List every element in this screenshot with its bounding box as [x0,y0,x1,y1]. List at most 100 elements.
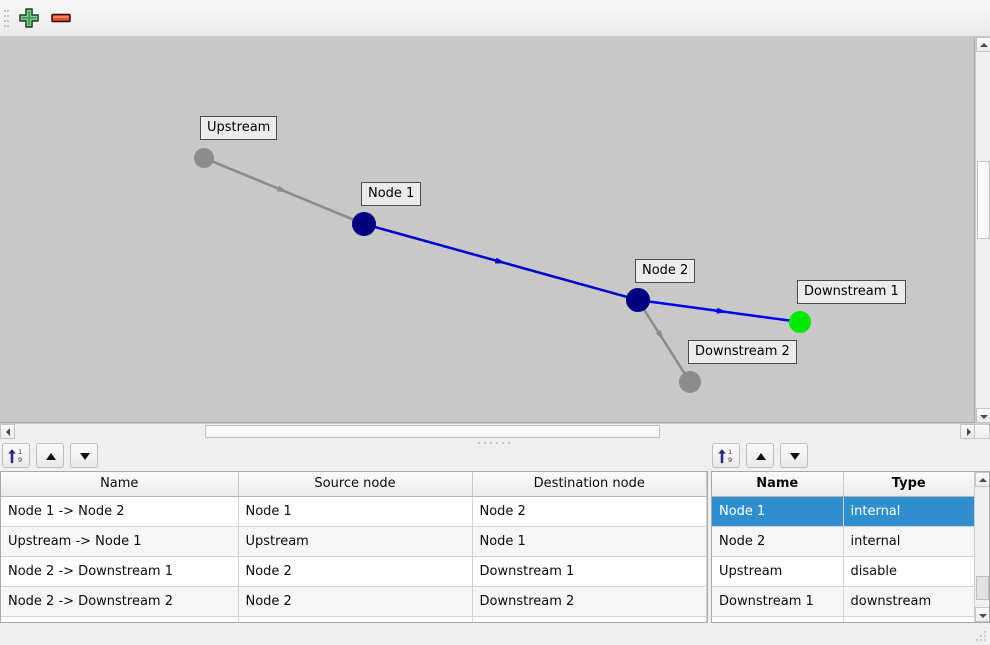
graph-node[interactable] [679,371,701,393]
graph-edge-arrowhead [655,330,664,341]
table-row[interactable] [1,616,707,622]
sort-ascending-icon: 1 9 [713,448,739,470]
edges-move-down-button[interactable] [70,443,98,468]
table-cell[interactable]: Upstream [238,526,473,557]
canvas-vertical-scrollbar-thumb[interactable] [977,161,990,239]
graph-node-label[interactable]: Node 1 [361,182,422,206]
table-cell[interactable]: downstream [843,586,975,617]
canvas-horizontal-scrollbar-thumb[interactable] [205,425,660,438]
table-cell[interactable] [472,616,707,622]
edges-move-up-button[interactable] [36,443,64,468]
table-cell[interactable]: Upstream -> Node 1 [1,526,239,557]
graph-edge-arrowhead [494,257,507,264]
canvas-scroll-up-button[interactable] [976,37,990,52]
table-cell[interactable] [238,616,473,622]
table-cell[interactable] [712,616,844,622]
table-cell[interactable] [1,616,239,622]
triangle-up-icon [756,453,766,460]
edges-sort-button[interactable]: 1 9 [2,443,30,468]
splitter-handle-icon [478,442,512,445]
canvas-scroll-left-button[interactable] [0,424,15,439]
table-cell[interactable]: internal [843,526,975,557]
triangle-down-icon [790,453,800,460]
scroll-left-arrow-icon [6,428,10,436]
nodes-toolbar: 1 9 [712,443,822,469]
nodes-table-vertical-scrollbar[interactable] [974,472,989,622]
table-cell[interactable]: internal [843,496,975,527]
nodes-move-up-button[interactable] [746,443,774,468]
graph-node-label[interactable]: Node 2 [635,259,696,283]
table-cell[interactable]: Node 2 -> Downstream 2 [1,586,239,617]
red-minus-icon [49,13,73,33]
canvas-horizontal-scrollbar[interactable] [0,423,990,439]
green-plus-icon [17,8,41,33]
delete-button[interactable] [48,6,74,31]
edges-toolbar: 1 9 [2,443,112,469]
column-header[interactable]: Name [1,472,239,497]
table-cell[interactable]: Downstream 2 [472,586,707,617]
sort-ascending-icon: 1 9 [3,448,29,470]
graph-node[interactable] [626,288,650,312]
table-cell[interactable]: Upstream [712,556,844,587]
table-cell[interactable]: Node 2 [712,526,844,557]
graph-node[interactable] [194,148,214,168]
panel-splitter[interactable] [0,439,990,447]
table-cell[interactable]: disable [843,556,975,587]
nodes-sort-button[interactable]: 1 9 [712,443,740,468]
table-cell[interactable]: Downstream 1 [712,586,844,617]
table-cell[interactable]: Node 2 -> Downstream 1 [1,556,239,587]
canvas-vertical-scrollbar[interactable] [975,37,990,423]
toolbar-drag-handle-icon[interactable] [4,10,9,27]
resize-grip-icon[interactable] [976,631,987,642]
graph-node-label[interactable]: Downstream 1 [797,280,906,304]
add-button[interactable] [16,6,42,31]
table-cell[interactable]: Node 1 [472,526,707,557]
svg-text:9: 9 [18,456,22,464]
table-cell[interactable]: Node 2 [238,586,473,617]
table-row[interactable] [712,616,975,622]
table-cell[interactable]: Node 2 [238,556,473,587]
graph-node[interactable] [789,311,811,333]
table-cell[interactable]: Node 1 -> Node 2 [1,496,239,527]
table-cell[interactable]: Node 2 [472,496,707,527]
nodes-table-scrollbar-thumb[interactable] [976,576,989,600]
column-header[interactable]: Source node [238,472,473,497]
nodes-scroll-down-button[interactable] [975,607,989,622]
graph-node-label[interactable]: Downstream 2 [688,340,797,364]
nodes-scroll-up-button[interactable] [975,472,989,487]
canvas-scroll-right-button[interactable] [960,424,975,439]
table-cell[interactable]: Node 1 [238,496,473,527]
column-header[interactable]: Destination node [472,472,707,497]
column-header[interactable]: Name [712,472,844,497]
scroll-down-arrow-icon [980,415,988,419]
column-header[interactable]: Type [843,472,975,497]
status-bar [0,628,990,645]
table-cell[interactable]: Node 1 [712,496,844,527]
nodes-move-down-button[interactable] [780,443,808,468]
graph-node-label[interactable]: Upstream [200,116,278,140]
graph-edge[interactable] [642,308,686,375]
graph-edges-layer [194,148,811,393]
graph-edge-arrowhead [716,307,728,314]
table-cell[interactable] [843,616,975,622]
graph-node[interactable] [352,212,376,236]
canvas-scroll-down-button[interactable] [976,408,990,423]
table-cell[interactable]: Downstream 1 [472,556,707,587]
